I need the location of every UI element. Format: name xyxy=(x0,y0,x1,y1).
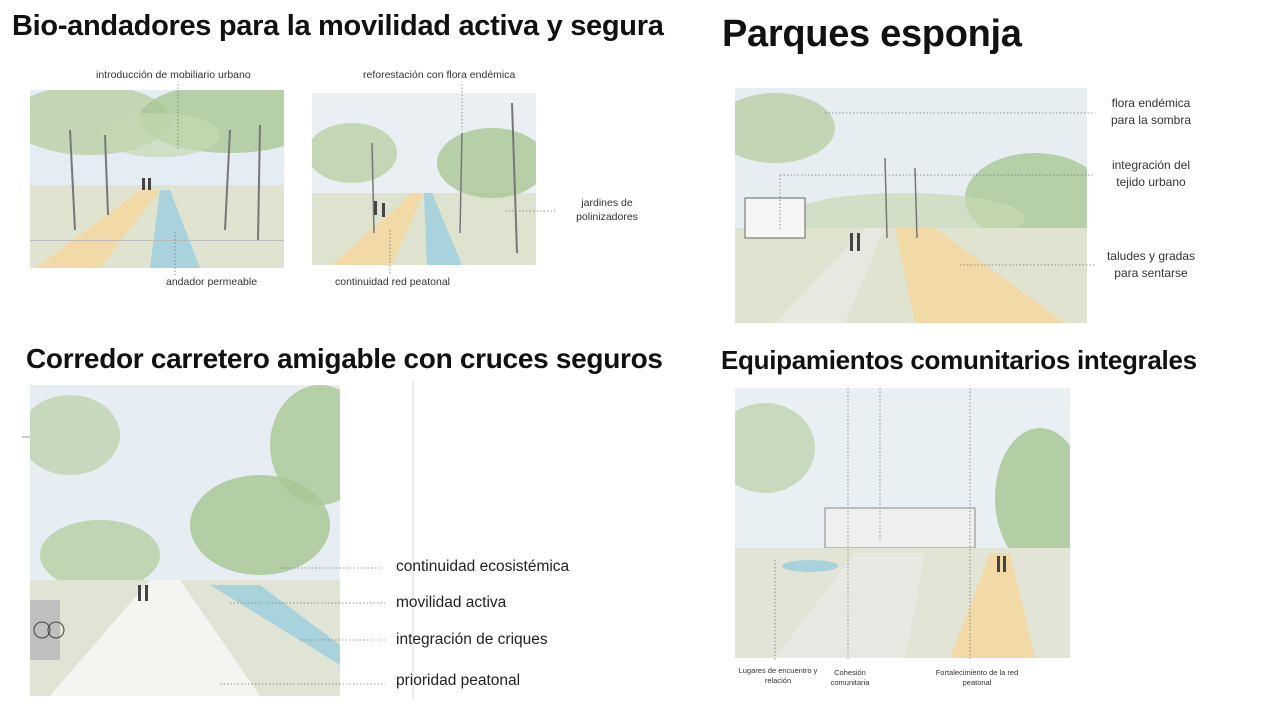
label-mobiliario-urbano: introducción de mobiliario urbano xyxy=(96,69,251,81)
bio-andador-sketch-image xyxy=(30,90,284,268)
label-fortalecimiento-line2: peatonal xyxy=(962,678,992,687)
label-flora-endemica: flora endémica para la sombra xyxy=(1100,95,1202,129)
label-fortalecimiento-line1: Fortalecimiento de la red xyxy=(935,668,1019,677)
label-prioridad-peatonal: prioridad peatonal xyxy=(396,672,521,689)
label-flora-line1: flora endémica xyxy=(1111,96,1191,110)
label-fortalecimiento-red: Fortalecimiento de la red peatonal xyxy=(932,668,1022,688)
section-title-equipamientos: Equipamientos comunitarios integrales xyxy=(721,345,1197,375)
label-andador-permeable: andador permeable xyxy=(166,276,258,288)
label-taludes-gradas: taludes y gradas para sentarse xyxy=(1100,248,1202,282)
bio-reforestacion-sketch-image xyxy=(312,93,536,265)
section-title-parques-esponja: Parques esponja xyxy=(722,13,1022,55)
label-lugares-line2: relación xyxy=(764,676,792,685)
label-taludes-line2: para sentarse xyxy=(1114,266,1188,280)
section-title-bio-andadores: Bio-andadores para la movilidad activa y… xyxy=(12,10,664,42)
label-reforestacion: reforestación con flora endémica xyxy=(363,69,516,81)
label-lugares-encuentro: Lugares de encuentro y relación xyxy=(736,666,820,686)
label-jardines-polinizadores: jardines de polinizadores xyxy=(574,196,640,224)
label-integracion-tejido: integración del tejido urbano xyxy=(1100,157,1202,191)
label-continuidad-ecosistemica: continuidad ecosistémica xyxy=(396,558,570,575)
label-lugares-line1: Lugares de encuentro y xyxy=(738,666,818,675)
label-jardines-line1: jardines de xyxy=(581,197,633,209)
label-cohesion-line2: comunitaria xyxy=(830,678,870,687)
label-integracion-line2: tejido urbano xyxy=(1116,175,1186,189)
label-taludes-line1: taludes y gradas xyxy=(1106,249,1196,263)
parques-esponja-sketch-image xyxy=(735,88,1087,323)
label-integracion-criques: integración de criques xyxy=(396,631,548,648)
label-cohesion-comunitaria: Cohesión comunitaria xyxy=(826,668,874,688)
label-jardines-line2: polinizadores xyxy=(576,211,638,223)
equipamientos-sketch-image xyxy=(735,388,1070,658)
label-cohesion-line1: Cohesión xyxy=(834,668,866,677)
label-flora-line2: para la sombra xyxy=(1110,113,1192,127)
section-title-corredor-carretero: Corredor carretero amigable con cruces s… xyxy=(26,343,663,374)
label-integracion-line1: integración del xyxy=(1111,158,1191,172)
corredor-carretero-sketch-image xyxy=(30,385,340,696)
label-continuidad-red-peatonal: continuidad red peatonal xyxy=(335,276,451,288)
label-movilidad-activa: movilidad activa xyxy=(396,594,507,611)
